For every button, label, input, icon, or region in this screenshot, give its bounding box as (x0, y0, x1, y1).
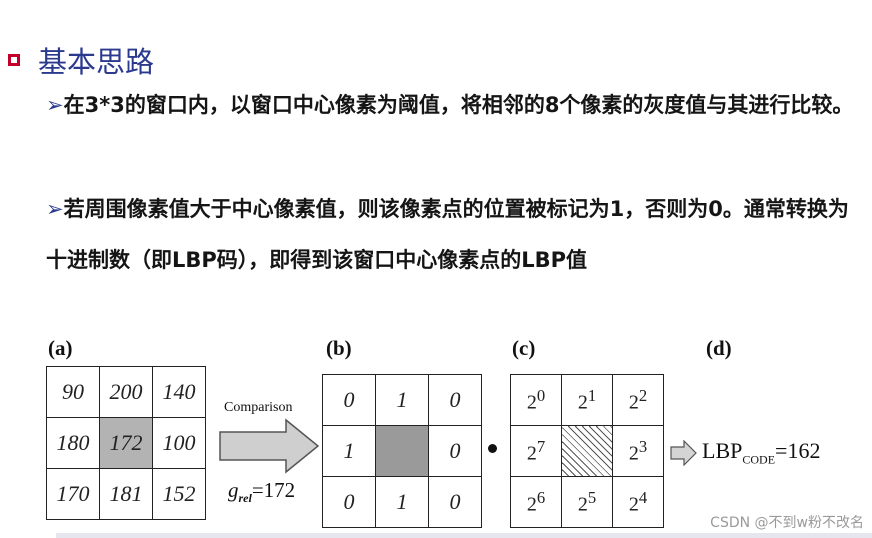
weight-base: 2 (628, 391, 639, 414)
grid-cell: 20 (510, 374, 562, 426)
figure-label-b: (b) (326, 336, 352, 360)
grid-cell: 181 (99, 468, 153, 520)
weight-grid: 20 21 22 27 23 26 25 24 (510, 374, 664, 528)
grid-cell: 25 (561, 476, 613, 528)
bullet-square-icon (8, 54, 20, 66)
grid-cell: 1 (375, 476, 429, 528)
grid-center-cell: 172 (99, 417, 153, 469)
paragraph-2-text: 若周围像素值大于中心像素值，则该像素点的位置被标记为1，否则为0。通常转换为十进… (46, 197, 849, 272)
weight-exponent: 5 (587, 487, 597, 507)
lbp-subscript: CODE (742, 452, 776, 467)
grid-cell: 21 (561, 374, 613, 426)
grid-cell: 152 (152, 468, 206, 520)
threshold-label: grel=172 (228, 478, 295, 506)
paragraph-1: ➢在3*3的窗口内，以窗口中心像素为阈值，将相邻的8个像素的灰度值与其进行比较。 (46, 80, 856, 131)
threshold-subscript: rel (238, 491, 252, 506)
grid-cell: 200 (99, 366, 153, 418)
comparison-arrow-icon (219, 418, 320, 474)
watermark: CSDN @不到w粉不改名 (710, 515, 864, 531)
binary-grid: 0 1 0 1 0 0 1 0 (322, 374, 482, 528)
pixel-grid: 90 200 140 180 172 100 170 181 152 (46, 366, 206, 520)
grid-cell: 1 (322, 425, 376, 477)
arrow-bullet-icon: ➢ (46, 197, 64, 221)
weight-exponent: 3 (638, 436, 648, 456)
grid-cell: 1 (375, 374, 429, 426)
weight-base: 2 (526, 493, 537, 516)
lbp-code-result: LBPCODE=162 (702, 438, 820, 467)
figure-label-d: (d) (706, 336, 732, 360)
arrow-bullet-icon: ➢ (46, 93, 64, 117)
weight-base: 2 (526, 442, 537, 465)
figure-label-a: (a) (48, 336, 73, 360)
weight-exponent: 6 (536, 487, 546, 507)
weight-base: 2 (577, 391, 588, 414)
grid-cell: 24 (612, 476, 664, 528)
grid-center-cell (561, 425, 613, 477)
weight-base: 2 (577, 493, 588, 516)
grid-cell: 22 (612, 374, 664, 426)
grid-cell: 26 (510, 476, 562, 528)
figure-label-c: (c) (512, 336, 536, 360)
grid-cell: 27 (510, 425, 562, 477)
weight-base: 2 (628, 493, 639, 516)
lbp-value: =162 (775, 438, 821, 463)
section-heading: 基本思路 (8, 40, 154, 80)
weight-exponent: 0 (536, 385, 546, 405)
threshold-value: =172 (251, 478, 296, 502)
lbp-main: LBP (702, 438, 743, 463)
grid-cell: 0 (428, 476, 482, 528)
weight-base: 2 (526, 391, 537, 414)
paragraph-2: ➢若周围像素值大于中心像素值，则该像素点的位置被标记为1，否则为0。通常转换为十… (46, 184, 856, 286)
weight-base: 2 (628, 442, 639, 465)
grid-cell: 140 (152, 366, 206, 418)
paragraph-1-text: 在3*3的窗口内，以窗口中心像素为阈值，将相邻的8个像素的灰度值与其进行比较。 (63, 93, 854, 117)
grid-center-cell (375, 425, 429, 477)
multiply-dot-icon (488, 444, 497, 453)
grid-cell: 0 (428, 425, 482, 477)
grid-cell: 180 (46, 417, 100, 469)
comparison-label: Comparison (224, 400, 293, 415)
grid-cell: 100 (152, 417, 206, 469)
bottom-divider (56, 533, 872, 538)
grid-cell: 170 (46, 468, 100, 520)
weight-exponent: 4 (638, 487, 648, 507)
grid-cell: 0 (322, 476, 376, 528)
weight-exponent: 7 (536, 436, 546, 456)
grid-cell: 0 (428, 374, 482, 426)
result-arrow-icon (670, 440, 697, 466)
grid-cell: 90 (46, 366, 100, 418)
weight-exponent: 1 (587, 385, 597, 405)
threshold-symbol: g (228, 478, 239, 502)
grid-cell: 0 (322, 374, 376, 426)
weight-exponent: 2 (638, 385, 648, 405)
heading-text: 基本思路 (38, 45, 155, 79)
grid-cell: 23 (612, 425, 664, 477)
